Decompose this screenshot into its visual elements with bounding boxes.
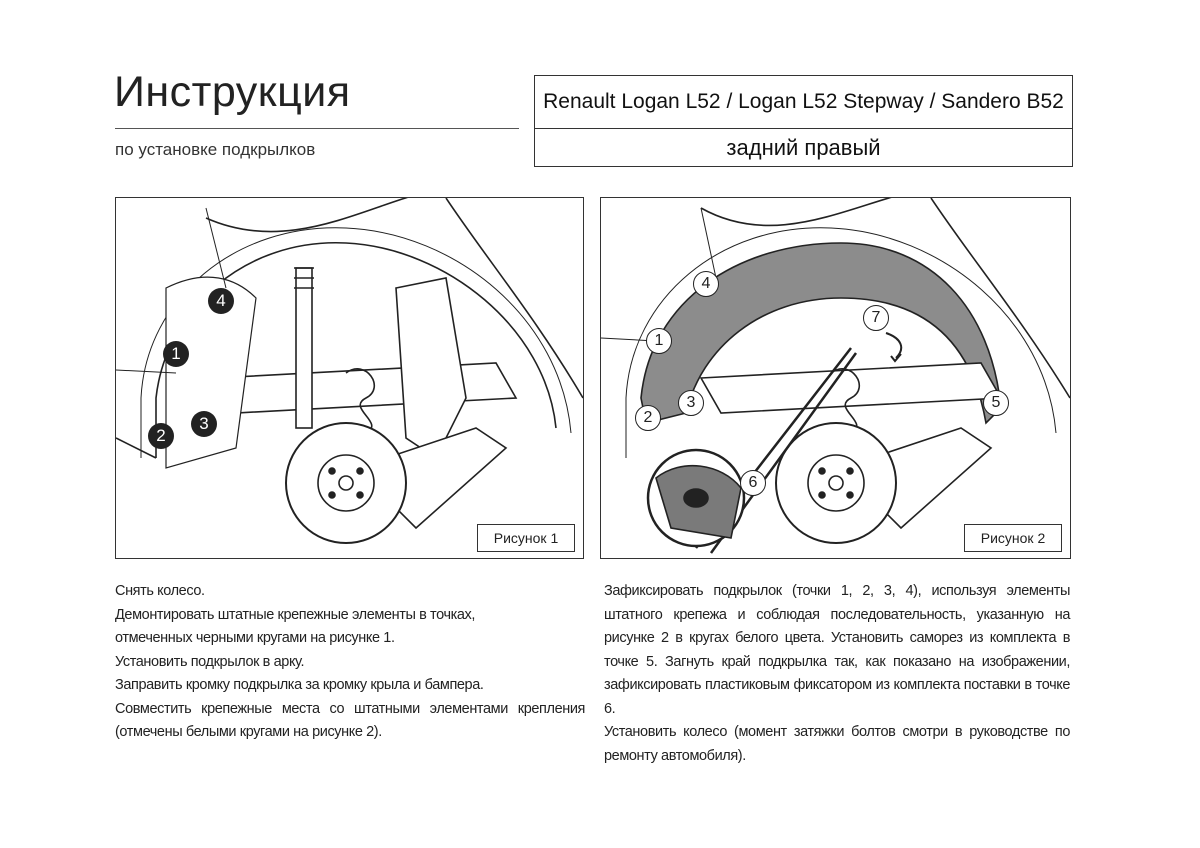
instructions-right: Зафиксировать подкрылок (точки 1, 2, 3, … (604, 580, 1070, 768)
marker-6: 6 (740, 470, 766, 496)
marker-1: 1 (646, 328, 672, 354)
figure-1-illustration (116, 198, 583, 544)
figure-2: 4 1 2 3 5 6 7 Рисунок 2 (600, 197, 1071, 559)
marker-1: 1 (163, 341, 189, 367)
marker-4: 4 (208, 288, 234, 314)
page-title: Инструкция (114, 68, 351, 116)
figure-1-caption: Рисунок 1 (477, 524, 575, 552)
step-text: Совместить крепежные места со штатными э… (115, 700, 585, 741)
step-text: Зафиксировать подкрылок (точки 1, 2, 3, … (604, 583, 1070, 717)
marker-7: 7 (863, 305, 889, 331)
instructions-left: Снять колесо. Демонтировать штатные креп… (115, 580, 585, 745)
page-subtitle: по установке подкрылков (115, 140, 316, 159)
step-text: Снять колесо. (115, 583, 205, 599)
step-text: Заправить кромку подкрылка за кромку кры… (115, 677, 484, 693)
step-text: Установить колесо (момент затяжки болтов… (604, 724, 1070, 764)
car-model: Renault Logan L52 / Logan L52 Stepway / … (535, 76, 1072, 129)
figure-2-caption: Рисунок 2 (964, 524, 1062, 552)
marker-5: 5 (983, 390, 1009, 416)
marker-3: 3 (678, 390, 704, 416)
marker-3: 3 (191, 411, 217, 437)
figure-1: 4 1 2 3 Рисунок 1 (115, 197, 584, 559)
liner-position: задний правый (726, 134, 881, 160)
figure-2-illustration (601, 198, 1070, 554)
step-text: Демонтировать штатные крепежные элементы… (115, 606, 476, 647)
model-box: Renault Logan L52 / Logan L52 Stepway / … (534, 75, 1073, 167)
step-text: Установить подкрылок в арку. (115, 653, 305, 670)
title-divider (115, 128, 519, 129)
marker-2: 2 (148, 423, 174, 449)
marker-2: 2 (635, 405, 661, 431)
marker-4: 4 (693, 271, 719, 297)
